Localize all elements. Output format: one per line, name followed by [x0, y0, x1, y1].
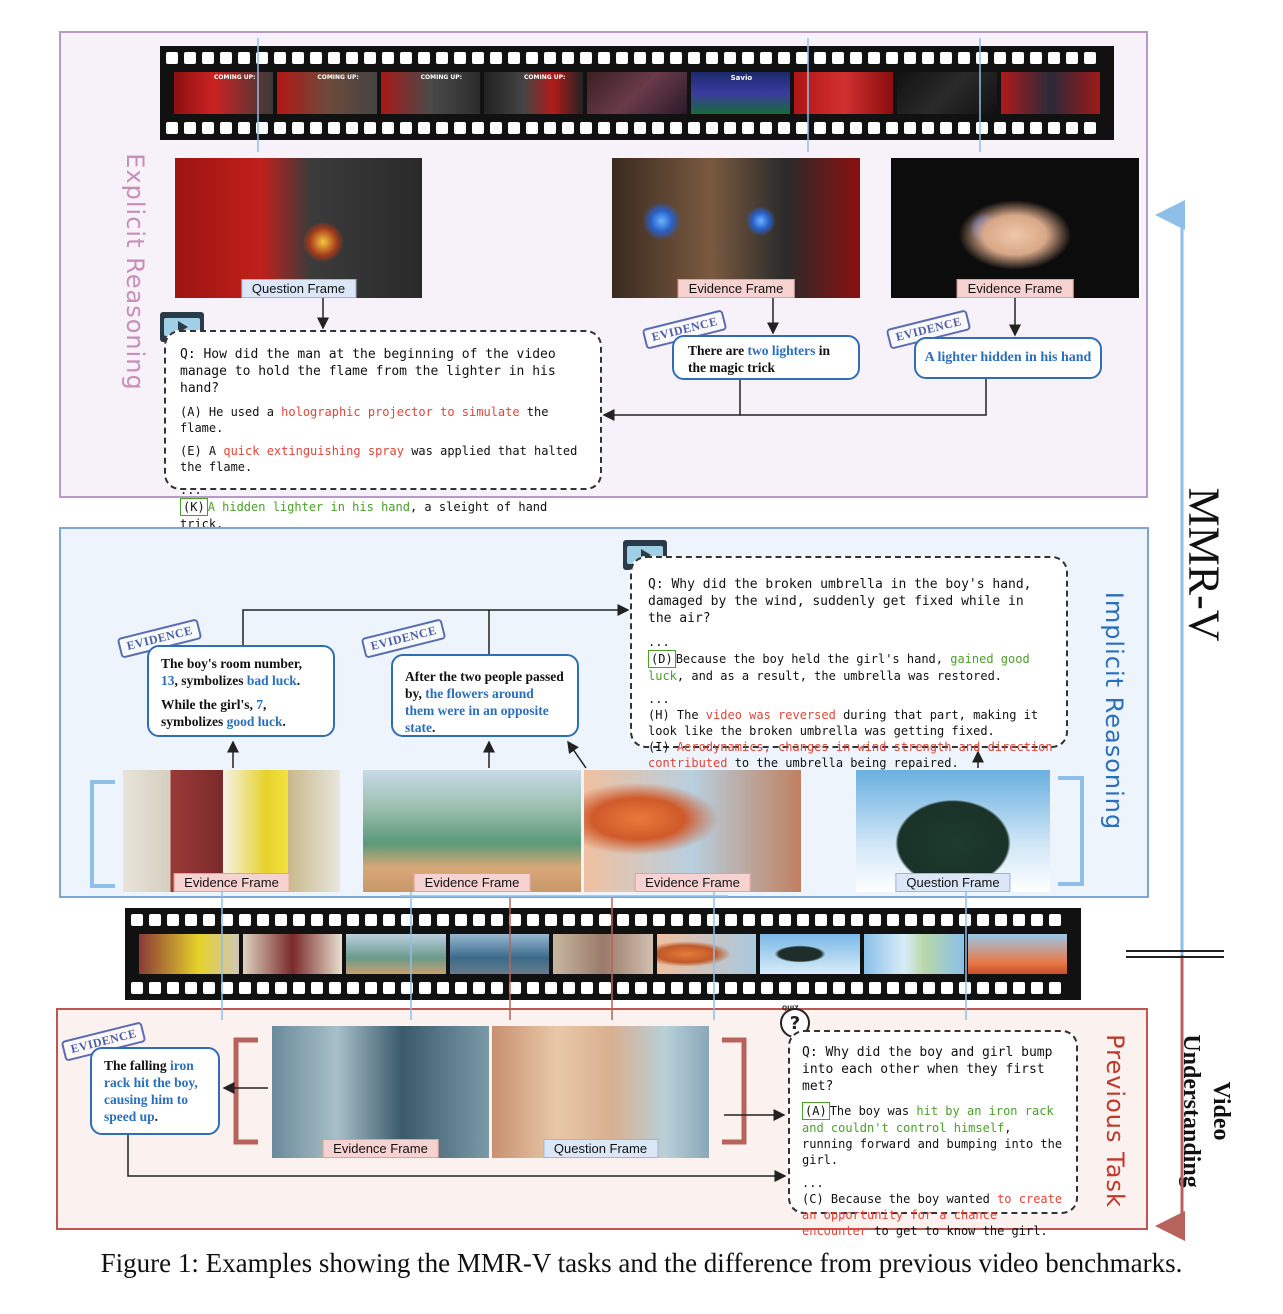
film-frame	[967, 934, 1068, 974]
evidence-box-hidden-lighter: A lighter hidden in his hand	[914, 337, 1102, 379]
filmstrip-animation	[125, 908, 1081, 1000]
ellipsis: ...	[648, 692, 670, 706]
film-frame	[656, 934, 757, 974]
option-h: (H) The video was reversed during that p…	[648, 708, 1039, 738]
film-frame	[793, 72, 894, 114]
evidence-frame-photo: Evidence Frame	[891, 158, 1139, 298]
previous-question-box: Q: Why did the boy and girl bump into ea…	[788, 1030, 1078, 1238]
option-e: (E) A quick extinguishing spray was appl…	[180, 444, 578, 474]
film-frame: Savio	[690, 72, 790, 114]
ellipsis: ...	[648, 635, 670, 649]
evidence-box-two-lighters: There are two lighters in the magic tric…	[672, 335, 860, 380]
evidence-box-flowers: After the two people passed by, the flow…	[391, 654, 579, 737]
question-text: Q: How did the man at the beginning of t…	[180, 347, 556, 396]
evidence-frame-label: Evidence Frame	[322, 1139, 439, 1158]
film-holes-top	[166, 52, 1108, 64]
question-text: Q: Why did the broken umbrella in the bo…	[648, 577, 1032, 626]
evidence-frame-photo: Evidence Frame	[612, 158, 860, 298]
question-frame-photo: Question Frame	[856, 770, 1050, 892]
film-frame	[897, 72, 997, 114]
film-frame: COMING UP:	[174, 72, 274, 114]
evidence-box-room-number: The boy's room number, 13, symbolizes ba…	[147, 645, 335, 737]
film-frame	[1000, 72, 1100, 114]
evidence-frame-photo: Evidence Frame	[123, 770, 340, 892]
film-holes-top	[131, 914, 1075, 926]
film-frame	[863, 934, 964, 974]
evidence-box-iron-rack: The falling iron rack hit the boy, causi…	[90, 1047, 220, 1135]
film-holes-bottom	[131, 982, 1075, 994]
film-frame: COMING UP:	[380, 72, 480, 114]
question-frame-label: Question Frame	[240, 279, 357, 298]
implicit-question-box: Q: Why did the broken umbrella in the bo…	[630, 556, 1068, 770]
ellipsis: ...	[180, 483, 202, 497]
quiz-label: QUIZ	[782, 1005, 799, 1012]
video-understanding-label: Video Understanding	[1178, 1034, 1234, 1188]
film-holes-bottom	[166, 122, 1108, 134]
film-frame	[760, 934, 860, 974]
mmrv-axis-label: MMR-V	[1179, 487, 1229, 642]
question-frame-photo: Question Frame	[175, 158, 422, 298]
question-text: Q: Why did the boy and girl bump into ea…	[802, 1045, 1053, 1094]
film-frame	[553, 934, 653, 974]
option-c: (C) Because the boy wanted to create an …	[802, 1192, 1063, 1238]
option-i: (I) Aerodynamics, changes in wind streng…	[648, 740, 1053, 770]
explicit-reasoning-label: Explicit Reasoning	[121, 153, 149, 391]
option-a: (A) He used a holographic projector to s…	[180, 405, 549, 435]
question-frame-label: Question Frame	[895, 873, 1011, 892]
film-frame: COMING UP:	[483, 72, 584, 114]
ellipsis: ...	[802, 1176, 824, 1190]
question-frame-photo: Question Frame	[492, 1026, 709, 1158]
film-frame: COMING UP:	[277, 72, 377, 114]
option-d-answer: (D) Because the boy held the girl's hand…	[648, 650, 1030, 683]
filmstrip-magic: COMING UP: COMING UP: COMING UP: COMING …	[160, 46, 1114, 140]
previous-task-label: Previous Task	[1101, 1034, 1129, 1208]
question-frame-label: Question Frame	[542, 1139, 659, 1158]
evidence-frame-photo: Evidence Frame	[584, 770, 801, 892]
evidence-frame-label: Evidence Frame	[634, 873, 751, 892]
film-frame	[139, 934, 239, 974]
film-frame	[449, 934, 550, 974]
evidence-frame-label: Evidence Frame	[413, 873, 531, 892]
evidence-frame-photo: Evidence Frame	[363, 770, 581, 892]
evidence-frame-photo: Evidence Frame	[272, 1026, 489, 1158]
film-frame	[346, 934, 446, 974]
implicit-reasoning-label: Implicit Reasoning	[1100, 591, 1128, 831]
evidence-frame-label: Evidence Frame	[956, 279, 1074, 298]
film-frame	[587, 72, 687, 114]
evidence-frame-label: Evidence Frame	[173, 873, 290, 892]
explicit-question-box: Q: How did the man at the beginning of t…	[164, 330, 602, 531]
option-a-answer: (A) The boy was hit by an iron rack and …	[802, 1102, 1063, 1167]
film-frame	[242, 934, 343, 974]
evidence-frame-label: Evidence Frame	[677, 279, 795, 298]
option-k-answer: (K) A hidden lighter in his hand, a slei…	[180, 498, 548, 531]
figure-caption: Figure 1: Examples showing the MMR-V tas…	[100, 1248, 1183, 1278]
